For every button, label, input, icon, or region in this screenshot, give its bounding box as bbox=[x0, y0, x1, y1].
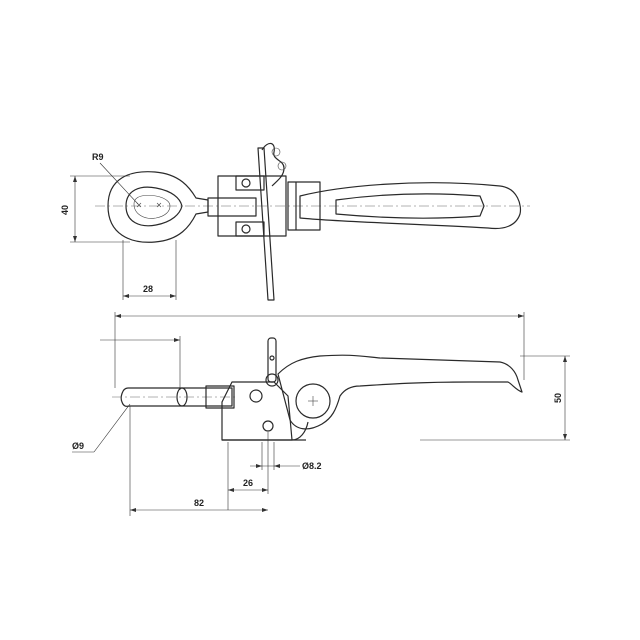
arrowhead bbox=[262, 508, 268, 512]
arrowhead bbox=[563, 356, 567, 362]
bracket-ear-bottom bbox=[235, 221, 265, 237]
top-rod bbox=[207, 197, 257, 217]
dim-d9-label: Ø9 bbox=[72, 441, 84, 451]
handle-pivot bbox=[295, 383, 331, 419]
bracket-rivet-3 bbox=[249, 389, 263, 403]
arrowhead bbox=[170, 294, 176, 298]
eye-inner bbox=[125, 186, 183, 227]
dim-50-label: 50 bbox=[553, 393, 563, 403]
safety-pin bbox=[257, 147, 275, 301]
eye-outer bbox=[107, 171, 209, 243]
bracket-rivet-1 bbox=[241, 178, 251, 188]
dim-28-label: 28 bbox=[143, 284, 153, 294]
dim-d8-label: Ø8.2 bbox=[302, 461, 322, 471]
top-handle-outer bbox=[299, 182, 522, 230]
side-safety-pin bbox=[267, 337, 277, 383]
bracket-rivet-4 bbox=[262, 420, 274, 432]
arrowhead bbox=[130, 508, 136, 512]
arrowhead bbox=[73, 236, 77, 242]
arrowhead bbox=[256, 464, 262, 468]
r9-leader bbox=[99, 162, 139, 205]
top-pivot-block bbox=[287, 181, 321, 231]
eye-mark bbox=[156, 202, 162, 208]
d9-leader bbox=[93, 403, 131, 453]
top-handle-inner bbox=[335, 193, 485, 219]
safety-pin-dot bbox=[269, 355, 275, 361]
eye-hole bbox=[133, 194, 171, 219]
side-view: 50 Ø9 26 Ø8.2 82 bbox=[72, 312, 570, 516]
arrowhead bbox=[563, 434, 567, 440]
arrowhead bbox=[228, 488, 234, 492]
arrowhead bbox=[174, 338, 180, 342]
chain bbox=[261, 142, 285, 187]
bracket-rivet-2 bbox=[241, 224, 251, 234]
dim-40-label: 40 bbox=[60, 205, 70, 215]
arrowhead bbox=[274, 464, 280, 468]
chain-link bbox=[271, 147, 281, 157]
dim-r9-label: R9 bbox=[92, 152, 104, 162]
dim-82-label: 82 bbox=[194, 498, 204, 508]
pin-collar bbox=[205, 385, 235, 409]
safety-pin-ring bbox=[265, 373, 279, 387]
dim-26-label: 26 bbox=[243, 478, 253, 488]
base-hook bbox=[291, 421, 309, 441]
top-view: 40 R9 28 bbox=[60, 142, 530, 301]
chain-link bbox=[277, 161, 287, 171]
arrowhead bbox=[123, 294, 129, 298]
arrowhead bbox=[518, 314, 524, 318]
arrowhead bbox=[262, 488, 268, 492]
bracket-ear-top bbox=[235, 175, 265, 191]
side-handle bbox=[277, 354, 523, 430]
arrowhead bbox=[115, 314, 121, 318]
eye-mark bbox=[136, 202, 142, 208]
arrowhead bbox=[73, 176, 77, 182]
